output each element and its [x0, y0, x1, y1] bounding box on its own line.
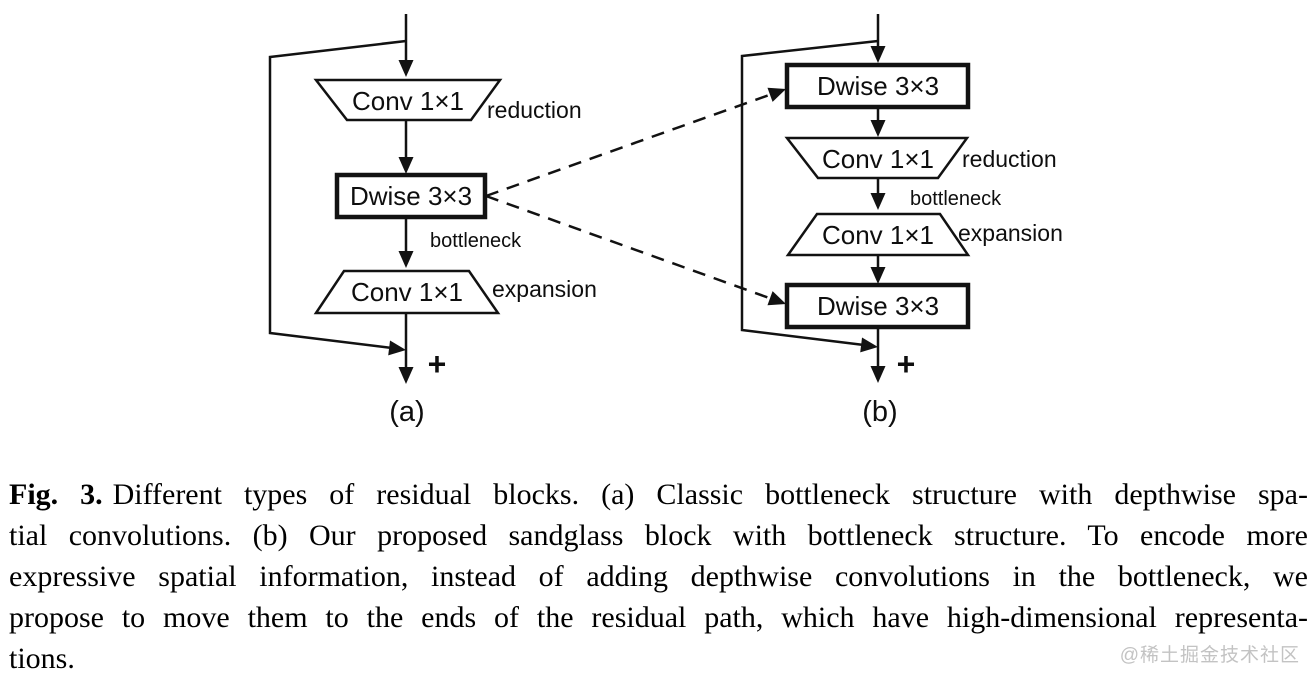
caption-line-3: expressive spatial information, instead … — [9, 560, 1308, 593]
caption-line-5: tions. — [9, 642, 75, 675]
arrow-b-2 — [870, 178, 886, 210]
diagram-a: Conv 1×1 reduction Dwise 3×3 bottleneck — [268, 14, 597, 428]
arrowhead-down-icon — [870, 46, 886, 63]
plus-sign-b: + — [897, 346, 916, 382]
figure-caption: Fig. 3. Different types of residual block… — [9, 474, 1308, 679]
reduction-annotation-b: reduction — [962, 146, 1057, 172]
output-arrow-a — [398, 313, 414, 384]
arrowhead-down-icon — [870, 193, 886, 210]
arrowhead-right-icon — [860, 337, 878, 353]
community-watermark: @稀土掘金技术社区 — [1119, 645, 1300, 666]
dashed-arrow-to-top-dwise — [485, 87, 786, 198]
figure-number-label: Fig. 3. — [9, 478, 103, 511]
conv-expand-label-b: Conv 1×1 — [822, 220, 934, 250]
subfigure-label-a: (a) — [389, 396, 424, 428]
dwise-bottom-block-b: Dwise 3×3 — [784, 282, 971, 330]
conv-reduce-label-b: Conv 1×1 — [822, 144, 934, 174]
arrow-a-1 — [398, 121, 414, 174]
plus-sign-a: + — [428, 346, 447, 382]
arrowhead-right-icon — [767, 291, 786, 306]
arrowhead-right-icon — [388, 340, 406, 356]
conv-reduce-block-b: Conv 1×1 — [784, 136, 970, 180]
skip-connection-a — [268, 39, 407, 356]
trapezoid-expand-b — [785, 212, 971, 257]
arrow-b-3 — [870, 255, 886, 284]
diagram-b: Dwise 3×3 Conv 1×1 reduction bottleneck — [740, 14, 1063, 428]
arrow-b-1 — [870, 107, 886, 137]
expansion-annotation-b: expansion — [958, 220, 1063, 246]
dwise-block-a: Dwise 3×3 — [334, 172, 488, 220]
caption-line-1: Fig. 3. Different types of residual block… — [9, 474, 1308, 515]
dashed-mapping-arrows — [485, 87, 786, 306]
conv-reduce-block-a: Conv 1×1 — [313, 78, 503, 122]
expansion-annotation-a: expansion — [492, 276, 597, 302]
arrowhead-right-icon — [767, 87, 786, 102]
caption-line-4: propose to move them to the ends of the … — [9, 601, 1308, 634]
residual-blocks-diagram: Conv 1×1 reduction Dwise 3×3 bottleneck — [268, 14, 1063, 428]
bottleneck-annotation-a: bottleneck — [430, 230, 522, 252]
arrowhead-down-icon — [870, 366, 886, 383]
arrowhead-down-icon — [398, 157, 414, 174]
conv-expand-block-b: Conv 1×1 — [785, 212, 971, 257]
dwise-top-rect-b — [784, 62, 971, 110]
reduction-annotation-a: reduction — [487, 97, 582, 123]
skip-connection-b — [740, 39, 879, 353]
subfigure-label-b: (b) — [862, 396, 897, 428]
arrowhead-down-icon — [398, 251, 414, 268]
arrowhead-down-icon — [870, 120, 886, 137]
arrow-a-2 — [398, 217, 414, 268]
dwise-top-block-b: Dwise 3×3 — [784, 62, 971, 110]
trapezoid-reduce-a — [313, 78, 503, 122]
conv-reduce-label-a: Conv 1×1 — [352, 86, 464, 116]
arrowhead-down-icon — [870, 267, 886, 284]
dwise-rect-a — [334, 172, 488, 220]
conv-expand-label-a: Conv 1×1 — [351, 277, 463, 307]
caption-line-2: tial convolutions. (b) Our proposed sand… — [9, 519, 1308, 552]
trapezoid-expand-a — [313, 269, 501, 315]
input-arrow-a — [398, 14, 414, 77]
conv-expand-block-a: Conv 1×1 — [313, 269, 501, 315]
arrowhead-down-icon — [398, 367, 414, 384]
caption-line-1-text: Different types of residual blocks. (a) … — [112, 478, 1308, 511]
dwise-bottom-label-b: Dwise 3×3 — [817, 291, 939, 321]
dwise-label-a: Dwise 3×3 — [350, 181, 472, 211]
dwise-top-label-b: Dwise 3×3 — [817, 71, 939, 101]
dashed-arrow-to-bottom-dwise — [485, 194, 786, 306]
bottleneck-annotation-b: bottleneck — [910, 188, 1002, 210]
trapezoid-reduce-b — [784, 136, 970, 180]
output-arrow-b — [870, 327, 886, 383]
arrowhead-down-icon — [398, 60, 414, 77]
input-arrow-b — [870, 14, 886, 63]
